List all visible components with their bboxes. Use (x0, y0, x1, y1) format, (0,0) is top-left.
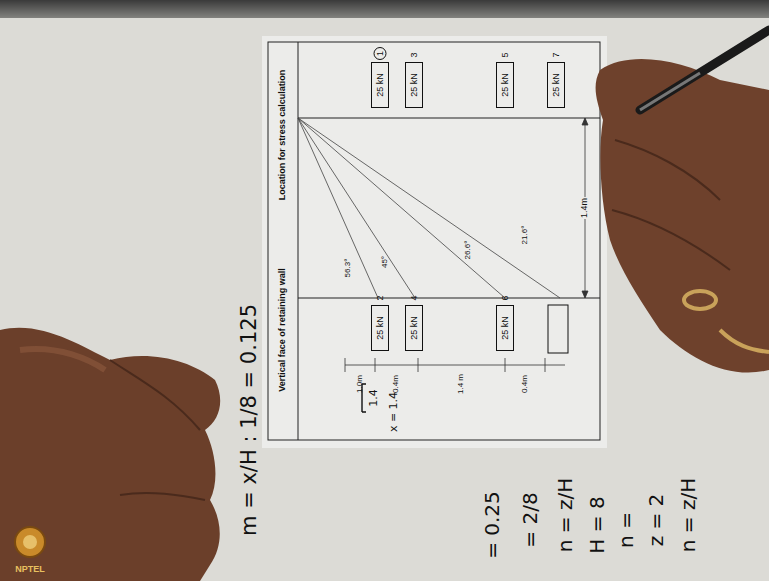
handwritten-formula: n = z/H (677, 478, 699, 552)
dimension-label: 1.4 m (457, 374, 466, 394)
paper-sheet (0, 18, 769, 581)
callout-number: 7 (551, 52, 561, 57)
handwritten-formula: m = x/H : 1/8 = 0.125 (238, 304, 261, 536)
load-box: 225 kN (371, 305, 389, 351)
load-box: 725 kN (547, 62, 565, 108)
handwritten-formula: = 0.25 (481, 491, 503, 559)
load-label: 25 kN (500, 73, 510, 97)
callout-number: 3 (409, 52, 419, 57)
logo-emblem (15, 527, 45, 557)
handwritten-formula: = 2/8 (519, 492, 541, 547)
load-label: 25 kN (375, 316, 385, 340)
handwritten-formula: z = 2 (645, 494, 667, 547)
dimension-label: 1.4m (580, 197, 590, 219)
printed-sheet (262, 36, 607, 448)
handwritten-formula: n = z/H (554, 478, 576, 552)
load-label: 25 kN (409, 316, 419, 340)
fan-lines (298, 118, 560, 298)
desk-edge (0, 0, 769, 20)
handwritten-note: 1.4 (368, 389, 380, 407)
hidden-load-box (548, 305, 568, 353)
caption-label: Vertical face of retaining wall (278, 268, 288, 392)
handwritten-note: x = 1.4 (388, 392, 400, 432)
logo-text: NPTEL (15, 565, 45, 575)
load-box: 125 kN (371, 62, 389, 108)
load-box: 425 kN (405, 305, 423, 351)
load-label: 25 kN (409, 73, 419, 97)
angle-label: 21.6° (521, 226, 530, 245)
callout-number: 2 (375, 295, 385, 300)
load-label: 25 kN (375, 73, 385, 97)
load-box: 325 kN (405, 62, 423, 108)
callout-number: 5 (500, 52, 510, 57)
dimension-lines (345, 118, 588, 372)
handwritten-formula: n = (615, 512, 637, 548)
handwritten-formula: H = 8 (586, 496, 608, 553)
load-label: 25 kN (500, 316, 510, 340)
callout-number: 6 (500, 295, 510, 300)
dimension-label: 0.4m (521, 375, 530, 393)
load-box: 525 kN (496, 62, 514, 108)
caption-label: Location for stress calculation (278, 70, 288, 201)
load-box: 625 kN (496, 305, 514, 351)
angle-label: 56.3° (344, 259, 353, 278)
load-label: 25 kN (551, 73, 561, 97)
angle-label: 26.6° (464, 241, 473, 260)
angle-label: 45° (381, 256, 390, 268)
callout-number: 4 (409, 295, 419, 300)
dimension-label: 1.0m (356, 375, 365, 393)
diagram-frame (268, 42, 600, 440)
callout-number: 1 (374, 47, 387, 60)
right-hand (596, 30, 769, 373)
left-hand (0, 328, 220, 581)
dimension-label: 0.4m (392, 375, 401, 393)
